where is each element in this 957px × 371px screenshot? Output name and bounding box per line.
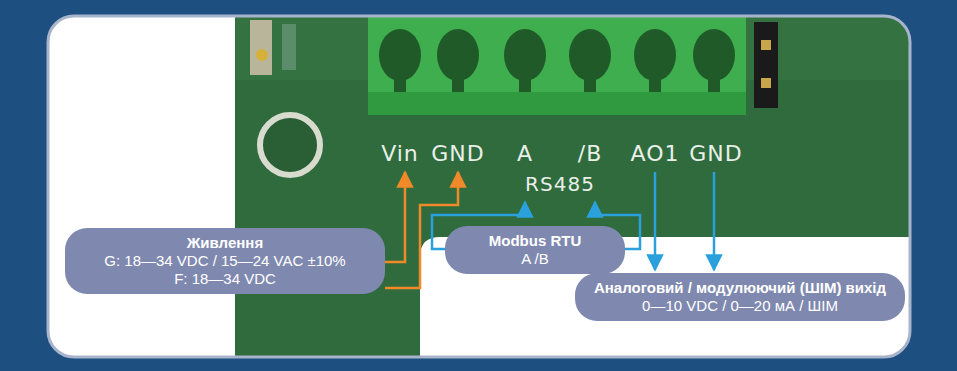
callout-box: Аналоговий / модулюючий (ШІМ) вихід0—10 … xyxy=(575,273,905,321)
leader-line xyxy=(385,172,458,288)
callout-box: Modbus RTUA /B xyxy=(445,226,625,274)
box-heading: Живлення xyxy=(81,234,369,252)
pin-name: AO1 xyxy=(631,141,680,166)
bus-name: RS485 xyxy=(525,172,595,196)
box-text: 0—10 VDC / 0—20 мА / ШІМ xyxy=(591,297,889,315)
leader-line xyxy=(713,172,716,270)
pin-name: A xyxy=(517,141,533,166)
terminal-block xyxy=(368,16,746,115)
box-text: F: 18—34 VDC xyxy=(81,270,369,288)
pin-name: Vin xyxy=(381,141,419,166)
callout-box: ЖивленняG: 18—34 VDC / 15—24 VAC ±10%F: … xyxy=(65,228,385,294)
pin-name: GND xyxy=(431,141,484,166)
box-text: G: 18—34 VDC / 15—24 VAC ±10% xyxy=(81,252,369,270)
pin-name: GND xyxy=(689,141,742,166)
leader-line xyxy=(385,172,405,262)
pin-name: /B xyxy=(578,141,603,166)
pin-header xyxy=(754,22,778,108)
pcb-board xyxy=(235,16,910,357)
box-heading: Аналоговий / модулюючий (ШІМ) вихід xyxy=(591,279,889,297)
box-text: A /B xyxy=(461,250,609,268)
leader-line xyxy=(654,172,657,270)
box-heading: Modbus RTU xyxy=(461,232,609,250)
mounting-hole xyxy=(260,115,320,175)
